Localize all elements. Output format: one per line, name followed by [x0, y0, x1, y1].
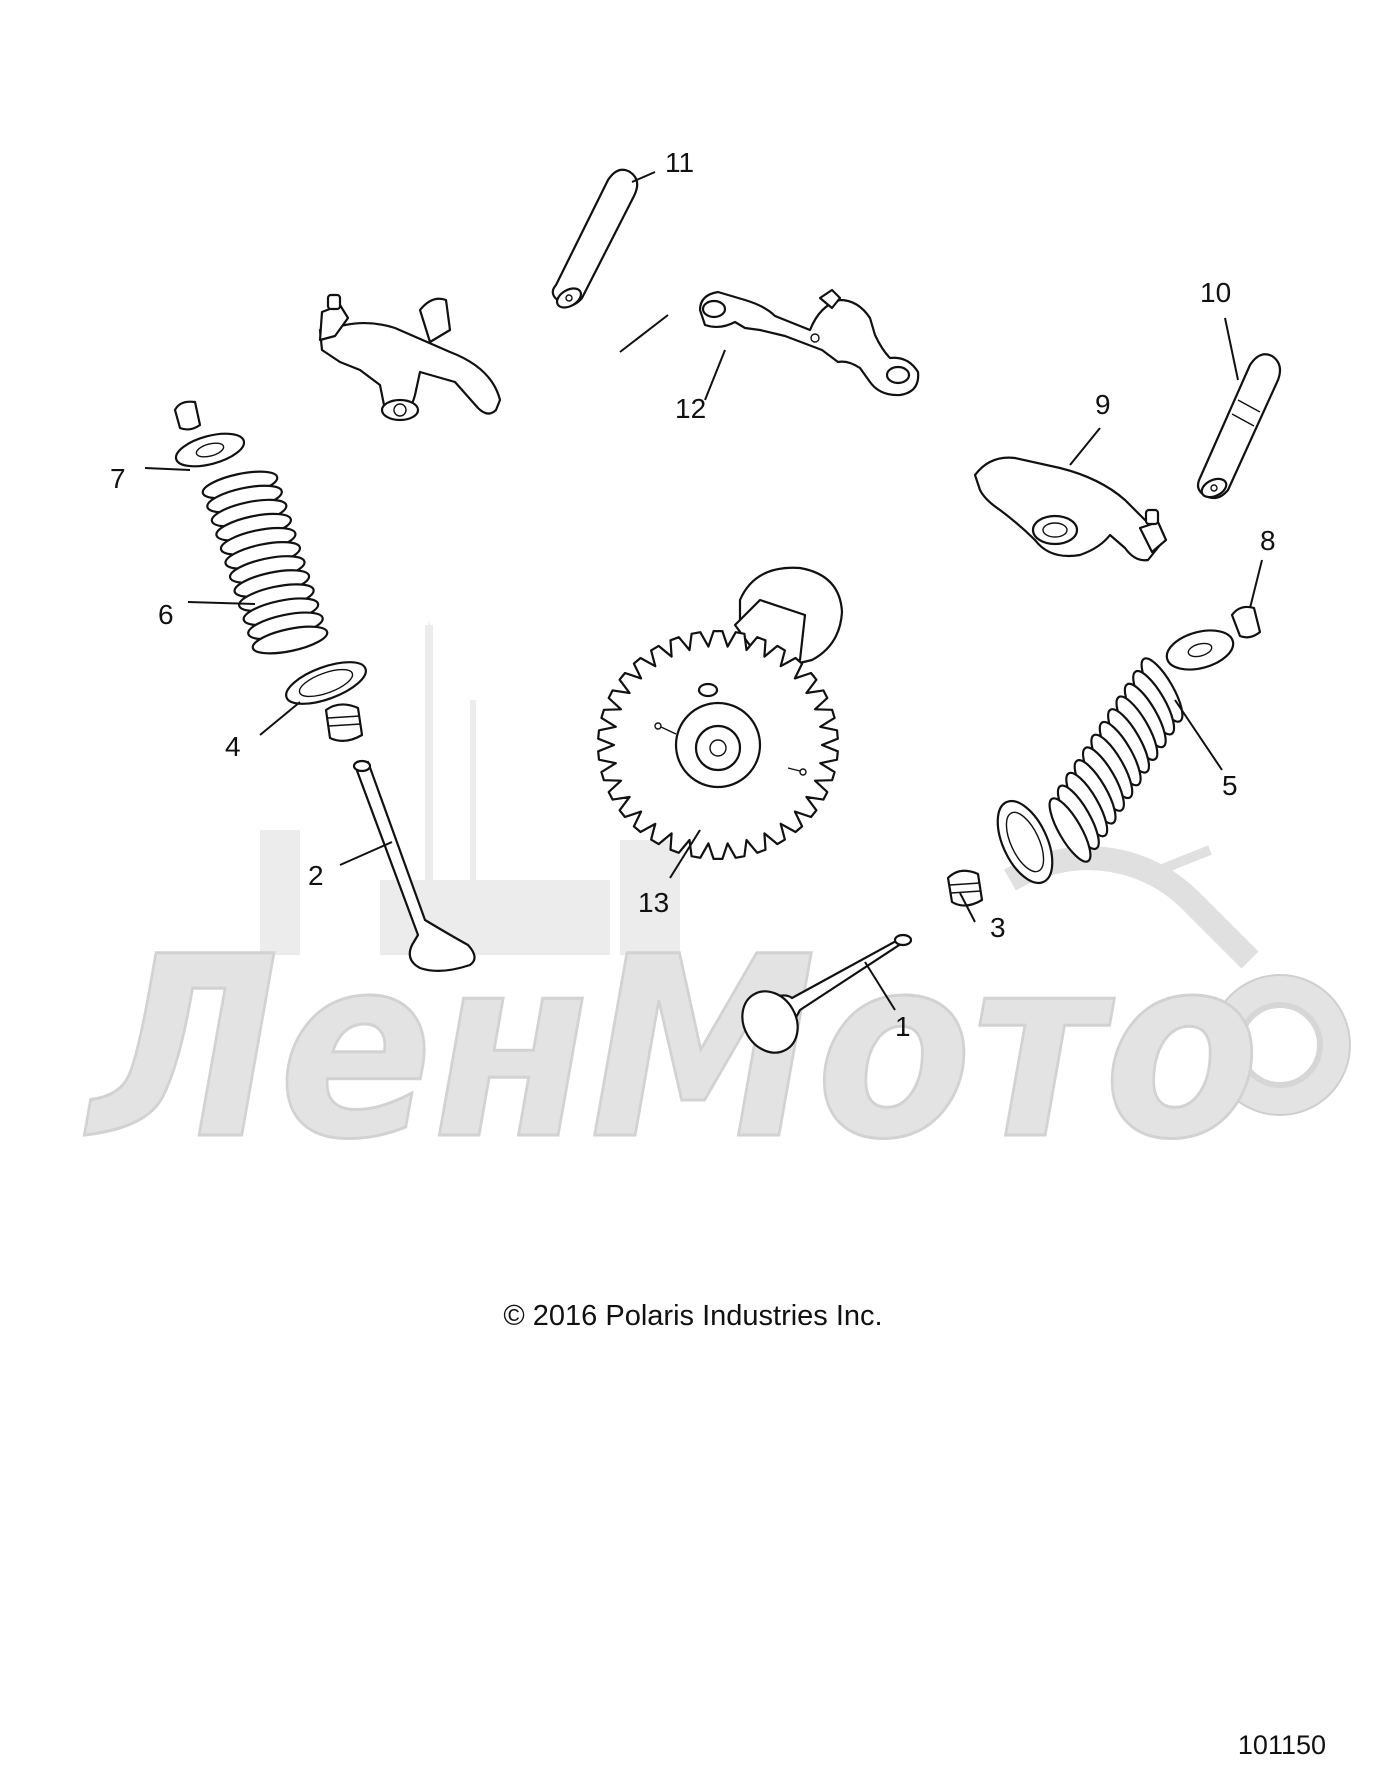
washer-right [996, 799, 1054, 885]
part-4-washer [285, 661, 367, 705]
callout-4: 4 [225, 731, 241, 762]
callout-9: 9 [1095, 389, 1111, 420]
part-5-spring [1048, 657, 1184, 863]
callout-6: 6 [158, 599, 174, 630]
watermark: ЛенМото [82, 620, 1351, 1196]
part-7-retainer [173, 400, 246, 468]
callout-7: 7 [110, 463, 126, 494]
watermark-text: ЛенМото [84, 903, 1260, 1194]
callout-5: 5 [1222, 770, 1238, 801]
rocker-arm-left [318, 293, 502, 422]
retainer-right [1165, 629, 1235, 671]
watermark-motorcycle [1004, 845, 1351, 1116]
callout-13: 13 [638, 887, 669, 918]
callout-labels: 11 12 10 9 8 7 6 4 2 5 13 3 1 [110, 147, 1276, 1042]
part-6-spring [201, 470, 329, 655]
part-13-camshaft [597, 566, 844, 860]
callout-12: 12 [675, 393, 706, 424]
part-1-valve [741, 933, 913, 1054]
callout-3: 3 [990, 912, 1006, 943]
part-3-seal [946, 869, 984, 907]
callout-1: 1 [895, 1011, 911, 1042]
figure-number: 101150 [1237, 1730, 1326, 1760]
part-11-shaft [551, 168, 639, 309]
part-2-valve [352, 759, 476, 972]
leader-lines [144, 171, 1263, 1011]
copyright-notice: © 2016 Polaris Industries Inc. [503, 1300, 883, 1332]
part-8-keeper [1230, 605, 1262, 639]
part-12-bracket [698, 288, 920, 397]
callout-10: 10 [1200, 277, 1231, 308]
part-9-rocker-arm [973, 456, 1168, 562]
callout-11: 11 [665, 147, 694, 178]
part-10-shaft [1196, 353, 1282, 500]
callout-2: 2 [308, 860, 324, 891]
callout-8: 8 [1260, 525, 1276, 556]
valve-seal-left [324, 703, 364, 742]
